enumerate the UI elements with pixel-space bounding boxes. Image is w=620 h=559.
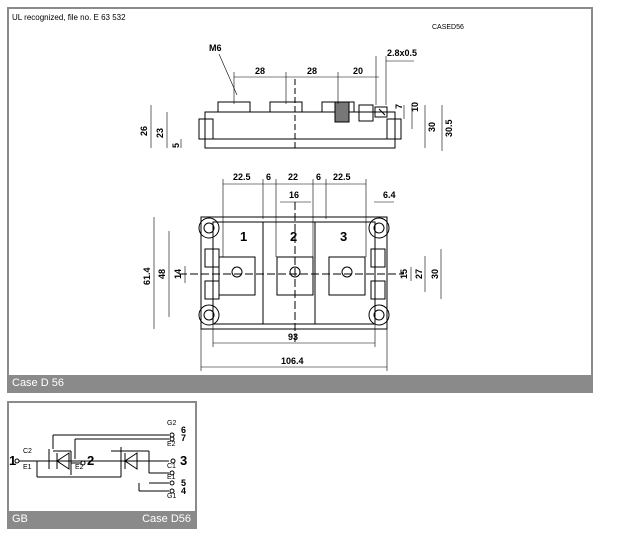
circuit-diagram: G2 E2 C1 E1 G1 C2 E1 E2 1 2 3 4 5 6 7 — [9, 420, 187, 500]
dim-28-right: 28 — [307, 66, 317, 76]
pin-3: 3 — [180, 453, 187, 468]
dim-22-5-left: 22.5 — [233, 172, 251, 182]
pin-4: 4 — [181, 486, 186, 496]
terminal-label-2: 2 — [290, 229, 297, 244]
case-footer: Case D 56 — [9, 375, 591, 391]
dim-6-4: 6.4 — [383, 190, 396, 200]
label-g2: G2 — [167, 420, 176, 427]
ul-note: UL recognized, file no. E 63 532 — [12, 13, 126, 22]
top-view-dimensions — [153, 179, 442, 371]
dim-30-right: 30 — [430, 269, 440, 279]
case-footer-label: Case D 56 — [12, 377, 64, 389]
terminal-label-3: 3 — [340, 229, 347, 244]
label-e1-left: E1 — [23, 464, 32, 471]
label-e2: E2 — [167, 441, 176, 448]
side-view-dimensions — [150, 53, 443, 151]
pin-1: 1 — [9, 453, 16, 468]
pin-5: 5 — [181, 478, 186, 488]
dim-30-5: 30.5 — [444, 119, 454, 137]
dim-14: 14 — [173, 269, 183, 279]
dim-16: 16 — [289, 190, 299, 200]
pin-2: 2 — [87, 453, 94, 468]
dim-7: 7 — [394, 104, 404, 109]
top-view — [179, 202, 404, 344]
dim-48: 48 — [157, 269, 167, 279]
label-e1-right: E1 — [167, 474, 176, 481]
circuit-footer-right: Case D56 — [142, 513, 191, 525]
dim-106-4: 106.4 — [281, 356, 304, 366]
dim-10: 10 — [410, 102, 420, 112]
dim-30: 30 — [427, 122, 437, 132]
dim-61-4: 61.4 — [142, 267, 152, 285]
terminal-label-1: 1 — [240, 229, 247, 244]
dim-15: 15 — [399, 269, 409, 279]
pin-6: 6 — [181, 425, 186, 435]
circuit-footer: GB Case D56 — [9, 511, 195, 527]
pin-7: 7 — [181, 433, 186, 443]
dim-22: 22 — [288, 172, 298, 182]
circuit-footer-left: GB — [12, 513, 28, 525]
circuit-panel: G2 E2 C1 E1 G1 C2 E1 E2 1 2 3 4 5 6 7 GB… — [7, 401, 197, 529]
label-c2: C2 — [23, 448, 32, 455]
dim-20: 20 — [353, 66, 363, 76]
label-e2-left: E2 — [75, 464, 84, 471]
dim-93: 93 — [288, 332, 298, 342]
dim-22-5-right: 22.5 — [333, 172, 351, 182]
label-c1: C1 — [167, 463, 176, 470]
case-code: CASED56 — [432, 24, 464, 31]
case-drawing-panel: UL recognized, file no. E 63 532 CASED56 — [7, 7, 593, 393]
dim-26: 26 — [139, 126, 149, 136]
dim-6-right: 6 — [316, 172, 321, 182]
dim-23: 23 — [155, 128, 165, 138]
dim-5: 5 — [171, 143, 181, 148]
dim-28-left: 28 — [255, 66, 265, 76]
thread-label: M6 — [209, 43, 222, 53]
dim-2-8x0-5: 2.8x0.5 — [387, 48, 417, 58]
case-drawing: UL recognized, file no. E 63 532 CASED56 — [12, 13, 464, 371]
dim-27: 27 — [414, 269, 424, 279]
dim-6-left: 6 — [266, 172, 271, 182]
side-view — [198, 79, 402, 151]
label-g1: G1 — [167, 493, 176, 500]
